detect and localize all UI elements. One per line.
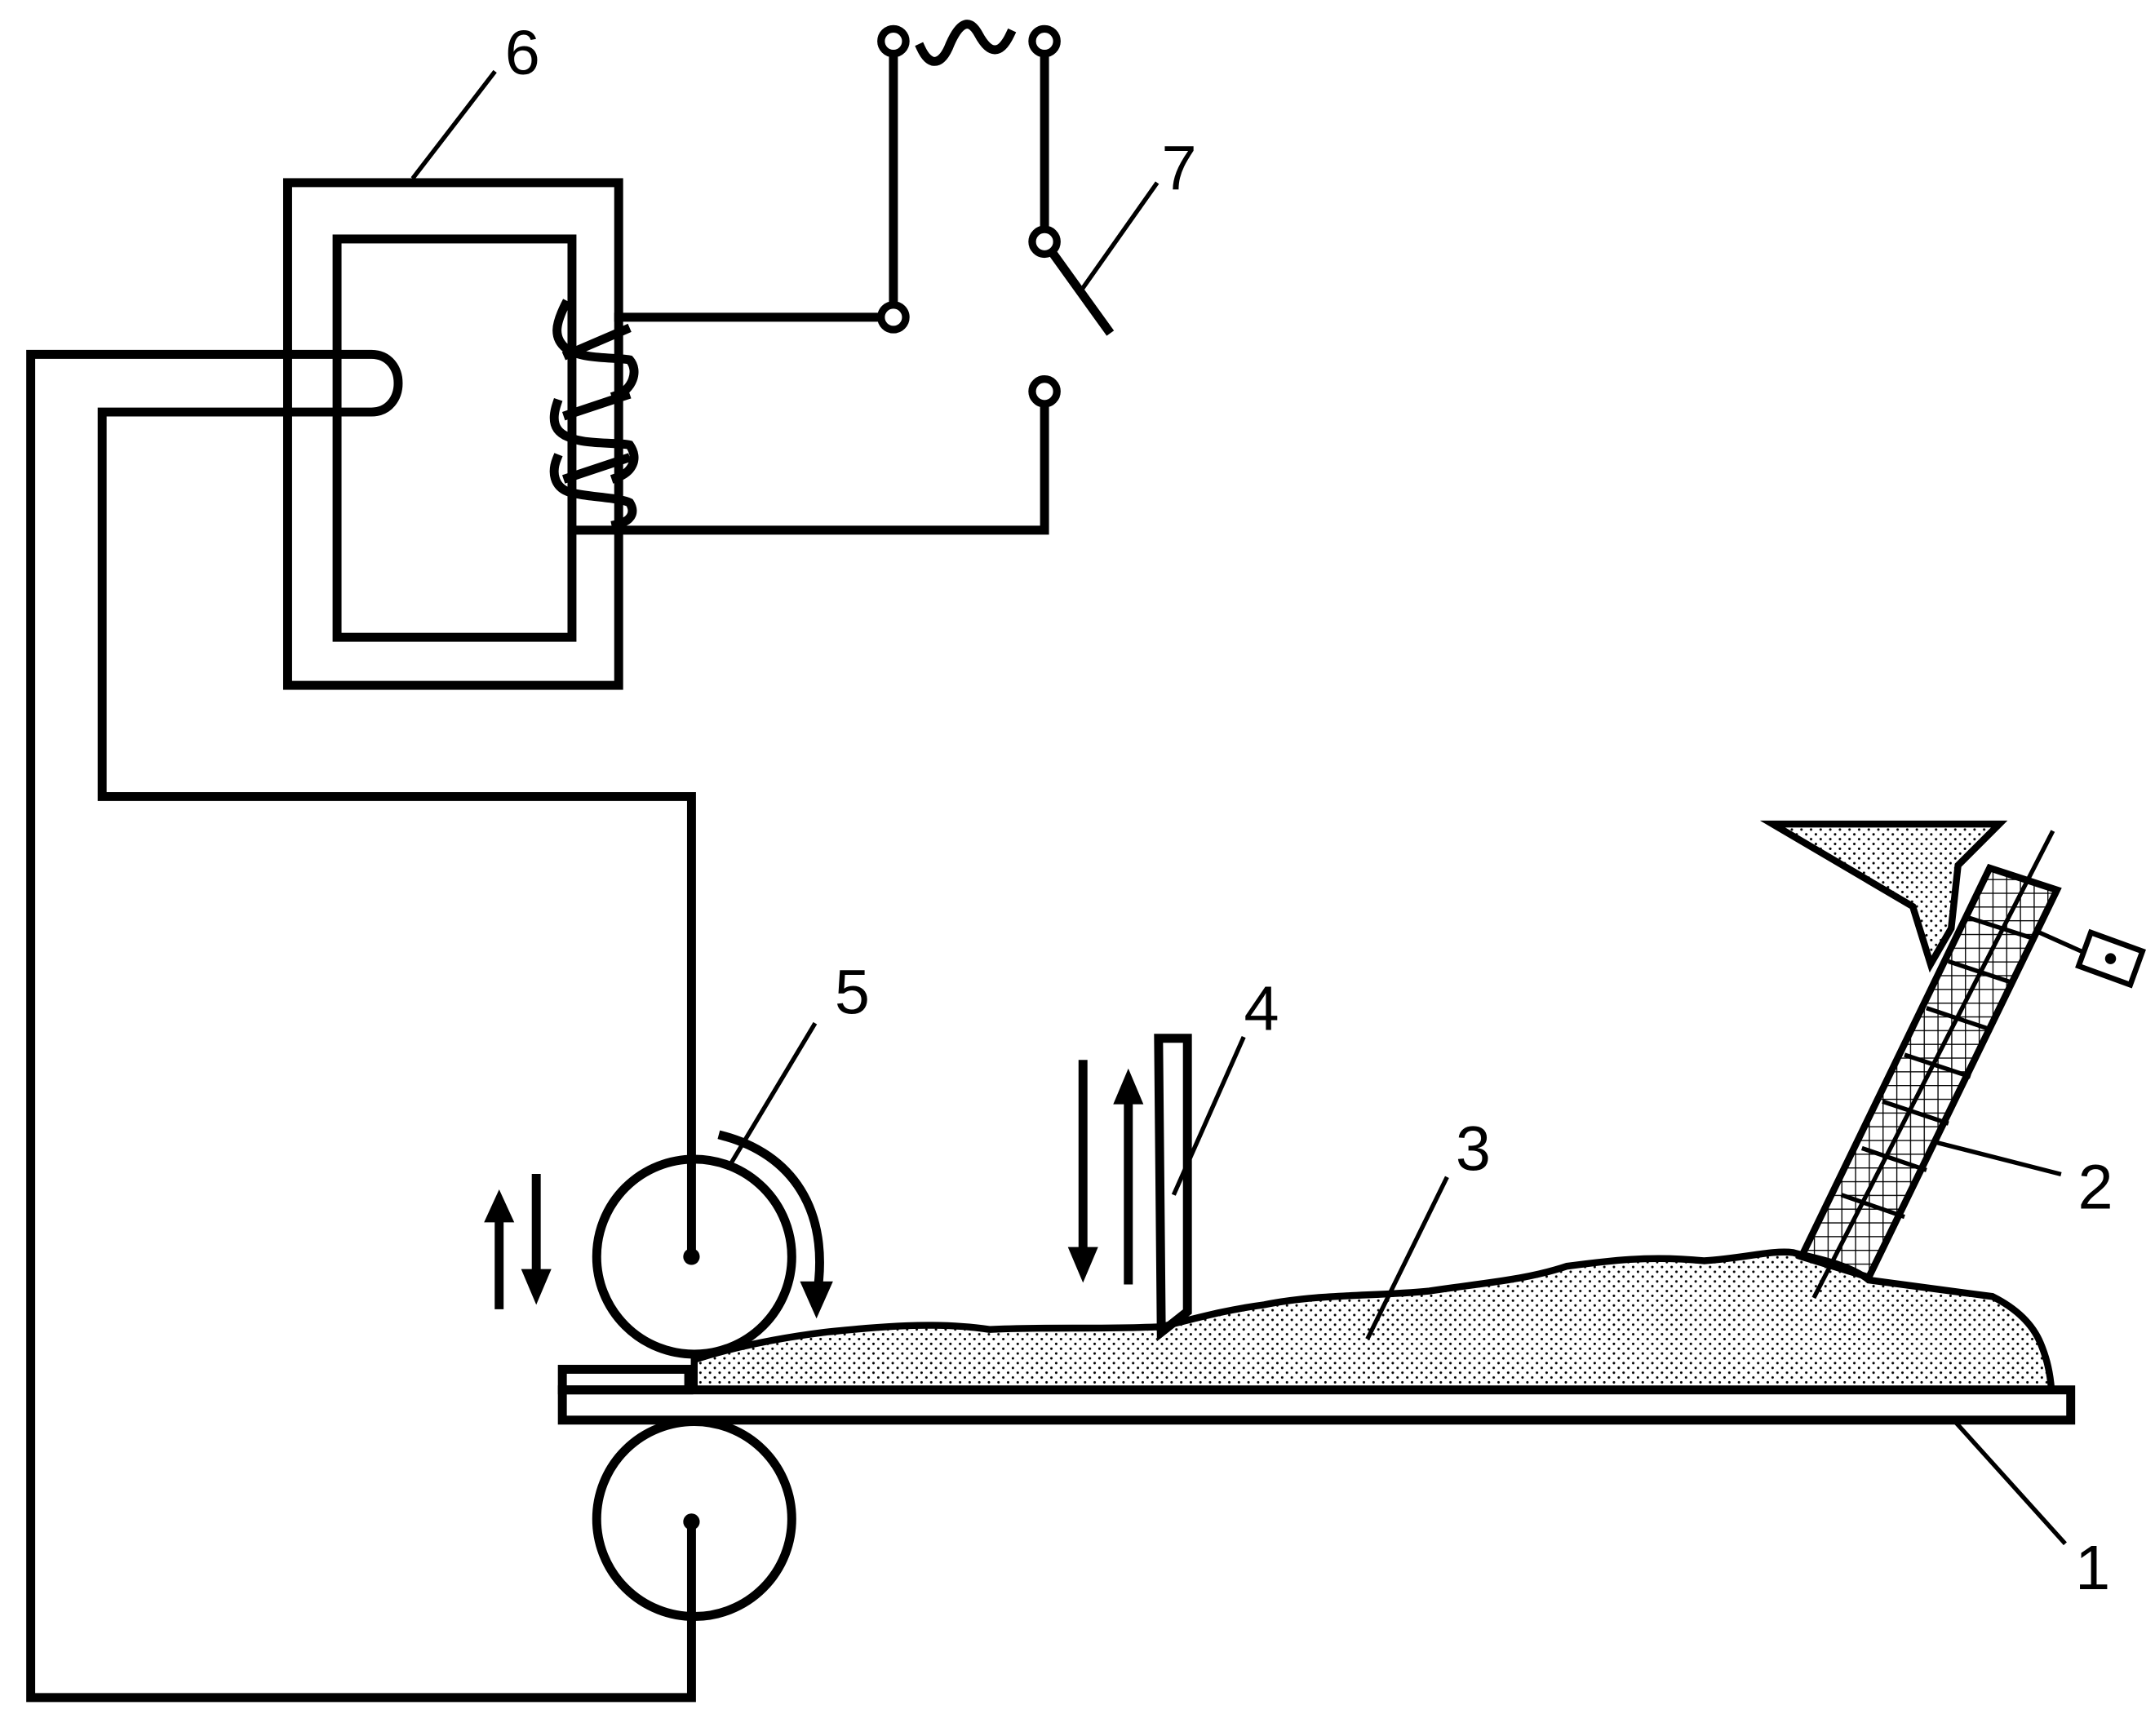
leader-lines <box>410 69 2067 1546</box>
primary-circuit: ~ <box>567 20 1115 535</box>
powder-layer <box>690 1248 2055 1393</box>
label-3: 3 <box>1456 1114 1491 1184</box>
terminal-ac-left <box>877 24 910 58</box>
transformer-outer-core <box>282 178 623 690</box>
switch-pivot-terminal <box>1028 225 1061 259</box>
blade <box>1154 1034 1192 1342</box>
ac-source-icon <box>915 20 1017 66</box>
belt-upper-strip <box>557 1365 694 1395</box>
leader-line-3 <box>1365 1176 1449 1340</box>
leader-line-1 <box>1949 1415 2067 1546</box>
leader-line-5 <box>726 1021 818 1169</box>
lead-to-bottom-roller <box>26 349 696 1703</box>
roller-vertical-motion-arrows-icon <box>484 1174 552 1309</box>
hopper <box>1759 820 2008 973</box>
label-6: 6 <box>505 18 540 88</box>
roller-bottom <box>592 1416 796 1622</box>
switch-contact-terminal <box>1028 375 1061 408</box>
secondary-loop <box>282 349 403 417</box>
drive-shaft <box>2035 928 2090 957</box>
blade-vertical-motion-arrows-icon <box>1067 1060 1144 1285</box>
leader-line-6 <box>410 69 497 180</box>
terminal-ac-right <box>1028 24 1061 58</box>
terminal-primary-upper <box>877 301 910 334</box>
leader-line-2 <box>1936 1140 2062 1177</box>
coil-winding <box>549 299 639 530</box>
feeder-axis <box>1811 830 2055 1300</box>
rotation-arrow-icon <box>717 1130 824 1304</box>
screw-flights <box>1840 915 2037 1220</box>
feeder <box>1759 820 2146 1300</box>
rotation-arrowhead <box>800 1281 833 1319</box>
roller-top <box>592 1154 796 1359</box>
label-5: 5 <box>835 957 870 1027</box>
leader-line-4 <box>1171 1035 1246 1196</box>
label-2: 2 <box>2077 1153 2113 1223</box>
lead-to-top-roller <box>97 407 696 1261</box>
switch-blade <box>1038 235 1115 336</box>
label-4: 4 <box>1244 974 1279 1044</box>
transformer <box>282 178 639 690</box>
leader-line-7 <box>1080 181 1160 291</box>
label-1: 1 <box>2075 1533 2110 1603</box>
drive-motor-icon <box>2075 928 2146 989</box>
label-7: 7 <box>1162 133 1197 203</box>
transformer-inner-window <box>332 234 577 642</box>
